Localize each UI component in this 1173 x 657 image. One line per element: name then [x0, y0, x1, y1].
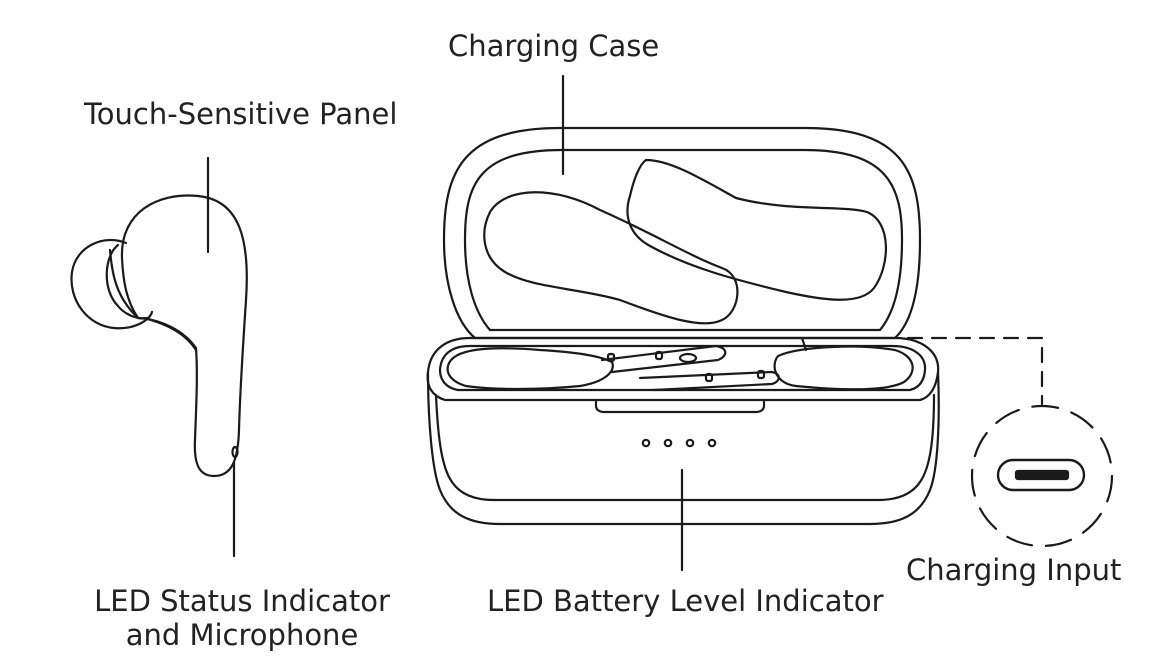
lid-earbud-cavity-left: [483, 191, 739, 325]
lid-outer: [442, 126, 922, 340]
led-dot: [685, 438, 695, 448]
base-rim: [426, 336, 940, 402]
ear-tip-rim: [108, 248, 138, 318]
label-touch-sensitive-panel: Touch-Sensitive Panel: [84, 97, 398, 131]
pin-1: [606, 352, 616, 363]
label-charging-input: Charging Input: [906, 553, 1122, 587]
usb-c-port: [996, 458, 1086, 492]
label-led-status-line2: and Microphone: [125, 618, 359, 652]
callout-dashed-leader: [906, 336, 1044, 406]
base-earbud-left: [446, 347, 614, 391]
led-dot: [707, 438, 717, 448]
ear-tip-inner: [105, 243, 150, 320]
label-led-status-indicator: LED Status Indicator and Microphone: [92, 584, 392, 652]
case-lid: [442, 126, 922, 340]
led-battery-dots: [641, 438, 717, 448]
base-inner-edge: [434, 393, 936, 502]
pin-2: [654, 350, 664, 361]
usb-c-port-tongue: [1014, 469, 1070, 481]
earbud: [70, 194, 248, 478]
label-charging-case: Charging Case: [448, 29, 660, 63]
label-led-status-line1: LED Status Indicator: [94, 584, 390, 618]
lid-inner: [463, 148, 904, 332]
pin-4: [756, 369, 766, 380]
label-led-battery-level-indicator: LED Battery Level Indicator: [487, 584, 884, 618]
base-rim-inner: [438, 344, 927, 392]
hinge-line: [800, 336, 808, 352]
ear-tip: [70, 238, 154, 330]
pin-3: [704, 372, 714, 383]
lid-earbud-cavity-right: [626, 158, 887, 301]
charging-port-callout: [906, 336, 1114, 548]
led-dot: [641, 438, 651, 448]
led-dot: [663, 438, 673, 448]
lid-notch: [594, 400, 766, 414]
magnet: [678, 352, 698, 364]
earbud-stem-fold: [142, 316, 198, 352]
base-earbud-stem-right: [638, 370, 780, 392]
case-base: [426, 336, 940, 526]
base-earbud-stem-left: [600, 344, 727, 374]
base-earbud-right: [773, 345, 914, 391]
callout-dashed-circle: [970, 404, 1114, 548]
microphone-hole: [231, 445, 239, 459]
base-body: [426, 370, 940, 526]
